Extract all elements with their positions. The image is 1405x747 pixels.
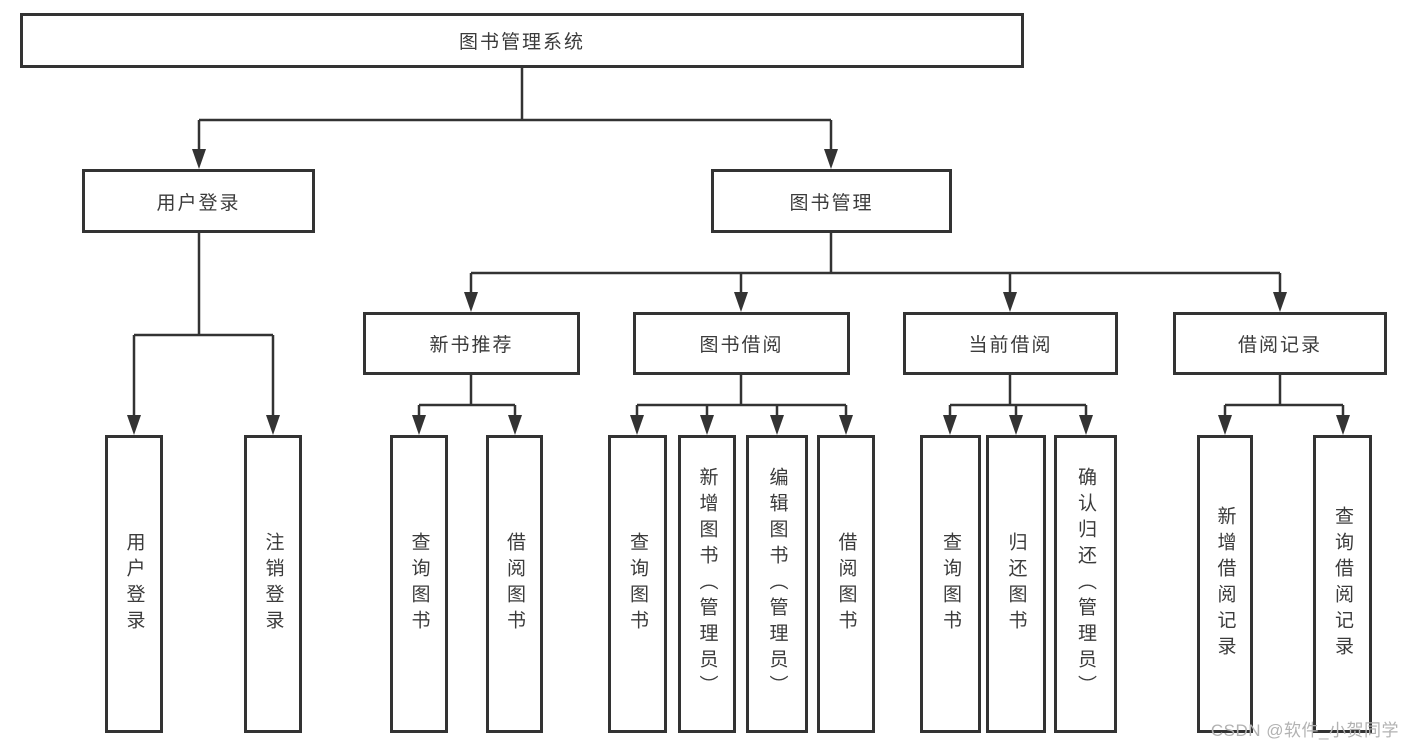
leaf-borrow-book-1: 借阅图书 — [486, 435, 543, 733]
leaf-add-book-admin: 新增图书（管理员） — [678, 435, 736, 733]
leaf-user-login: 用户登录 — [105, 435, 163, 733]
leaf-add-borrow-record: 新增借阅记录 — [1197, 435, 1253, 733]
leaf-edit-book-admin: 编辑图书（管理员） — [746, 435, 808, 733]
leaf-edit-book-admin-label: 编辑图书（管理员） — [766, 467, 788, 701]
leaf-query-borrow-record-label: 查询借阅记录 — [1332, 506, 1353, 662]
leaf-query-book-3: 查询图书 — [920, 435, 981, 733]
leaf-borrow-book-2: 借阅图书 — [817, 435, 875, 733]
node-borrow-records-label: 借阅记录 — [1237, 335, 1322, 356]
node-new-book-recommend: 新书推荐 — [363, 312, 580, 375]
leaf-query-book-2-label: 查询图书 — [627, 532, 648, 636]
leaf-logout-label: 注销登录 — [262, 532, 284, 636]
leaf-add-book-admin-label: 新增图书（管理员） — [696, 467, 718, 701]
leaf-add-borrow-record-label: 新增借阅记录 — [1214, 506, 1236, 662]
leaf-query-borrow-record: 查询借阅记录 — [1313, 435, 1372, 733]
node-root-label: 图书管理系统 — [458, 32, 585, 53]
leaf-confirm-return-admin-label: 确认归还（管理员） — [1075, 467, 1096, 701]
leaf-query-book-1-label: 查询图书 — [408, 532, 430, 636]
node-book-borrow: 图书借阅 — [633, 312, 850, 375]
leaf-user-login-label: 用户登录 — [123, 532, 145, 636]
arrow-heads — [127, 149, 1350, 435]
leaf-query-book-3-label: 查询图书 — [940, 532, 961, 636]
leaf-borrow-book-1-label: 借阅图书 — [504, 532, 525, 636]
node-book-borrow-label: 图书借阅 — [699, 335, 784, 356]
node-user-login-label: 用户登录 — [156, 192, 241, 214]
node-new-book-recommend-label: 新书推荐 — [429, 335, 514, 356]
node-current-borrow-label: 当前借阅 — [968, 335, 1053, 356]
leaf-return-book-label: 归还图书 — [1005, 532, 1027, 636]
connector-paths — [132, 68, 1345, 421]
leaf-logout: 注销登录 — [244, 435, 302, 733]
leaf-query-book-2: 查询图书 — [608, 435, 667, 733]
leaf-borrow-book-2-label: 借阅图书 — [835, 532, 857, 636]
node-user-login: 用户登录 — [82, 169, 315, 233]
leaf-return-book: 归还图书 — [986, 435, 1046, 733]
node-current-borrow: 当前借阅 — [903, 312, 1118, 375]
leaf-query-book-1: 查询图书 — [390, 435, 448, 733]
leaf-confirm-return-admin: 确认归还（管理员） — [1054, 435, 1117, 733]
node-book-mgmt: 图书管理 — [711, 169, 952, 233]
node-root: 图书管理系统 — [20, 13, 1024, 68]
node-book-mgmt-label: 图书管理 — [789, 192, 874, 214]
node-borrow-records: 借阅记录 — [1173, 312, 1387, 375]
csdn-watermark: CSDN @软件_小贺同学 — [1210, 721, 1399, 740]
